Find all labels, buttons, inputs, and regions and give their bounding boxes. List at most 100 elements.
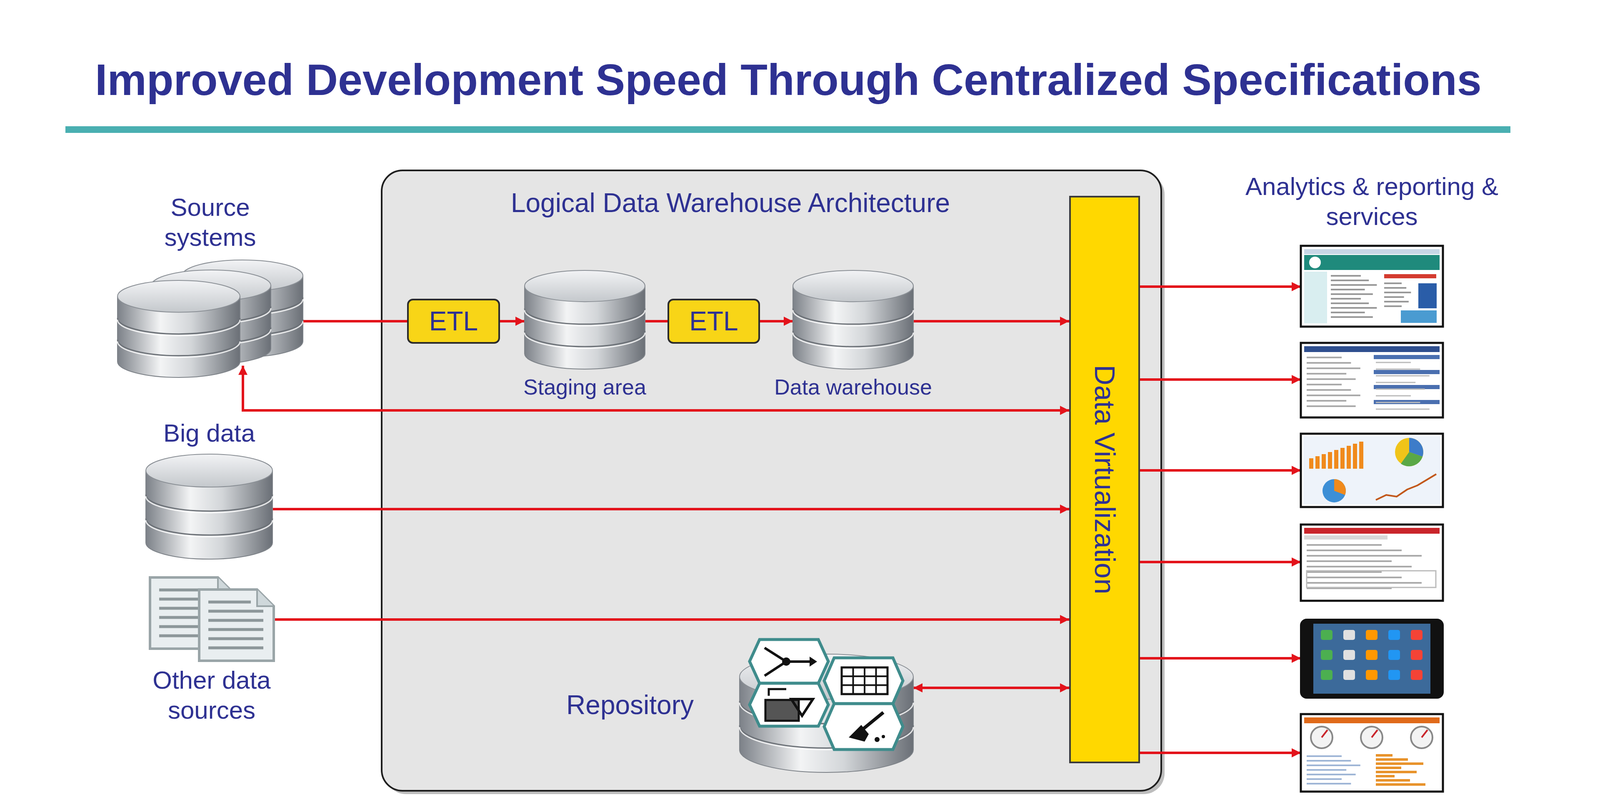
flow-arrow <box>1140 751 1301 755</box>
drawing-part <box>1306 570 1436 588</box>
drawing-part <box>1330 316 1373 318</box>
drawing-part <box>524 270 645 302</box>
drawing-part <box>1410 726 1433 749</box>
output-screens: Analytics & reporting & services <box>1300 245 1443 792</box>
drawing-part <box>1304 535 1388 540</box>
drawing-part <box>1300 619 1443 698</box>
flow-arrow <box>272 507 1070 511</box>
drawing-part <box>841 684 888 687</box>
drawing-part <box>824 657 903 704</box>
drawing-part <box>1375 754 1393 757</box>
label-holder: Staging area <box>523 374 647 400</box>
node-label: Staging area <box>523 374 647 400</box>
drawing-part <box>1330 284 1377 286</box>
drawing-part <box>1384 296 1405 298</box>
drawing-part <box>1334 479 1346 495</box>
flow-arrow <box>500 320 525 323</box>
drawing-part <box>1375 770 1417 774</box>
drawing-part <box>1306 773 1356 776</box>
drawing-part <box>1375 408 1430 410</box>
drawing-part <box>1306 367 1361 370</box>
flow-arrow <box>302 320 408 323</box>
flow-arrow <box>273 618 1070 621</box>
repository-cylinder-drawing <box>739 637 914 773</box>
drawing-part <box>1421 730 1428 738</box>
process-box: ETL <box>667 298 760 344</box>
drawing-part <box>792 270 914 302</box>
drawing-part <box>145 520 273 538</box>
drawing-part <box>1309 458 1314 469</box>
drawing-part <box>1373 385 1440 390</box>
drawing-part <box>1320 630 1333 640</box>
drawing-part <box>881 735 885 739</box>
flow-arrow <box>1140 469 1301 472</box>
node-label: Repository <box>566 689 694 722</box>
drawing-part <box>1375 779 1410 782</box>
drawing-part <box>208 610 264 613</box>
drawing-part <box>1306 383 1342 386</box>
architecture-panel: Logical Data Warehouse ArchitectureETLSt… <box>381 170 1162 791</box>
drawing-part <box>208 619 264 623</box>
drawing-part <box>1365 650 1378 660</box>
drawing-part <box>1373 400 1440 405</box>
node-label: Source systems <box>150 192 271 253</box>
drawing-part <box>1306 378 1356 380</box>
drawing-part <box>874 737 880 743</box>
database-cylinder: Data warehouse <box>792 270 914 370</box>
drawing-part <box>1375 474 1437 500</box>
drawing-part <box>1375 402 1420 404</box>
drawing-part <box>1365 630 1378 640</box>
drawing-part <box>841 675 888 678</box>
title-rule <box>65 126 1511 133</box>
drawing-part <box>1320 670 1333 680</box>
drawing-part <box>145 454 273 488</box>
drawing-part <box>1322 479 1346 503</box>
database-cylinder: Big data <box>145 454 273 560</box>
drawing-part <box>1304 717 1440 724</box>
drawing-part <box>1304 271 1328 324</box>
drawing-part <box>199 589 274 661</box>
drawing-part <box>1304 255 1440 270</box>
flow-arrow <box>242 365 1070 411</box>
panel-background <box>381 170 1162 791</box>
drawing-part <box>1306 565 1412 568</box>
drawing-part <box>1330 307 1377 309</box>
drawing-part <box>1343 630 1355 640</box>
label-holder: Big data <box>125 418 293 449</box>
process-box: ETL <box>407 298 500 344</box>
node-label: Other data sources <box>124 665 300 726</box>
drawing-part <box>1346 445 1351 469</box>
drawing-part <box>1343 670 1355 680</box>
drawing-part <box>1306 778 1342 780</box>
drawing-part <box>863 667 866 695</box>
drawing-part <box>1384 287 1407 289</box>
drawing-part <box>1375 368 1420 370</box>
drawing-part <box>1306 755 1342 758</box>
drawing-part <box>1330 297 1361 300</box>
drawing-part <box>1360 726 1383 749</box>
drawing-part <box>1306 356 1342 359</box>
virtualization-bar: Data Virtualization <box>1069 195 1140 764</box>
label-holder: Source systems <box>150 192 271 253</box>
drawing-part <box>1306 544 1382 546</box>
drawing-part <box>1400 310 1437 323</box>
drawing-part <box>1384 291 1411 294</box>
drawing-part <box>1300 245 1443 327</box>
drawing-part <box>1313 623 1431 694</box>
drawing-part <box>1375 758 1408 761</box>
drawing-part <box>1303 436 1441 505</box>
drawing-part <box>1327 452 1333 469</box>
drawing-part <box>1384 274 1437 279</box>
drawing-part <box>875 667 878 695</box>
drawing-part <box>809 656 818 667</box>
drawing-part <box>1306 764 1361 767</box>
drawing-part <box>1375 762 1424 765</box>
drawing-part <box>1330 311 1365 314</box>
drawing-part <box>1315 456 1320 469</box>
drawing-part <box>1306 400 1347 402</box>
drawing-part <box>1330 279 1369 282</box>
drawing-part <box>1371 730 1378 738</box>
drawing-part <box>1395 437 1424 467</box>
drawing-part <box>208 637 264 641</box>
